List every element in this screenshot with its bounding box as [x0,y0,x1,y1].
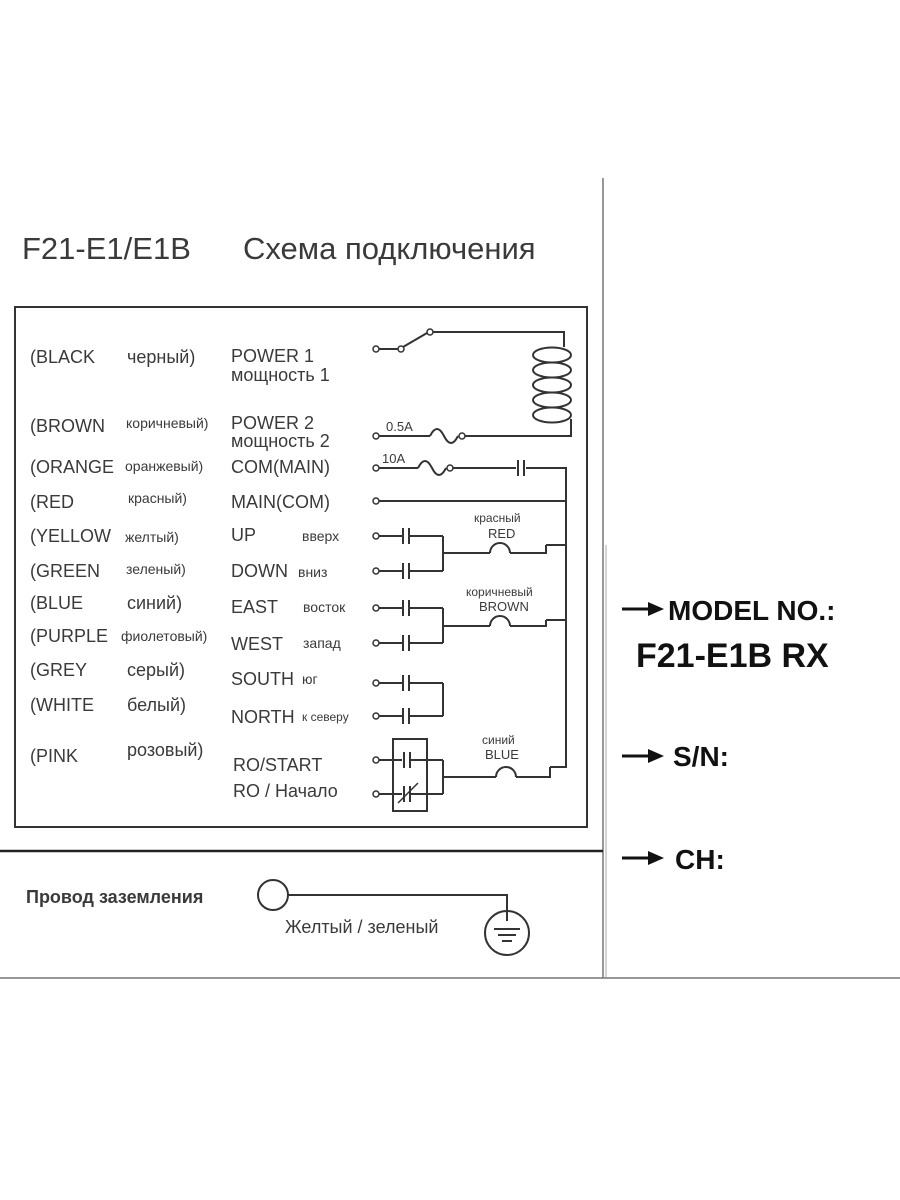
wire-function-en: DOWN [231,561,288,581]
wire-function-ru: юг [302,671,318,687]
coil-brown-ru: коричневый [466,585,533,599]
serial-number-label: S/N: [673,741,729,772]
wire-function-en: RO/START [233,755,322,775]
wire-color-en: (BLACK [30,347,95,367]
wire-color-ru: черный) [127,347,195,367]
model-number-value: F21-E1B RX [636,637,829,675]
wire-function-ru: RO / Начало [233,781,338,801]
wire-color-ru: розовый) [127,740,203,760]
wire-color-en: (RED [30,492,74,512]
wire-function-ru: вверх [302,528,339,544]
wire-function-en: MAIN(COM) [231,492,330,512]
coil-blue-en: BLUE [485,747,519,762]
diagram-caption: Схема подключения [243,231,536,266]
wire-color-ru: зеленый) [126,561,186,577]
wire-color-ru: желтый) [125,529,179,545]
fuse-0.5a: 0.5A [372,419,466,444]
wire-function-en: UP [231,525,256,545]
wire-color-en: (WHITE [30,695,94,715]
ground-symbol [257,879,530,956]
coil-red-ru: красный [474,511,521,525]
wire-color-en: (PINK [30,746,78,766]
wire-function-ru: мощность 2 [231,431,330,451]
fuse-10a: 10A [372,451,567,505]
wire-color-en: (YELLOW [30,526,111,546]
diagram-model-title: F21-E1/E1B [22,231,191,266]
model-number-label: MODEL NO.: [668,595,835,626]
wire-function-en: COM(MAIN) [231,457,330,477]
wire-function-en: POWER 2 [231,413,314,433]
east-west-contacts [372,600,547,651]
coil-brown-en: BROWN [479,599,529,614]
ground-wire-label: Провод заземления [26,887,203,907]
wire-color-ru: оранжевый) [125,458,203,474]
power-switch [372,328,565,353]
ro-start-contacts [372,738,551,812]
ground-wire-color: Желтый / зеленый [285,917,438,937]
coil-blue-ru: синий [482,733,515,747]
ch-arrow-icon [622,851,664,865]
wire-color-ru: фиолетовый) [121,628,207,644]
model-arrow-icon [622,602,664,616]
wire-function-ru: восток [303,599,346,615]
wire-color-en: (BLUE [30,593,83,613]
schematic-frame [14,306,588,828]
channel-label: CH: [675,844,725,875]
main-bus [372,497,567,768]
wire-color-ru: белый) [127,695,186,715]
wire-function-ru: вниз [298,564,327,580]
wire-color-ru: синий) [127,593,182,613]
wire-function-ru: мощность 1 [231,365,330,385]
wire-function-en: NORTH [231,707,295,727]
up-down-contacts [372,528,547,579]
wire-color-ru: коричневый) [126,415,208,431]
wire-function-en: SOUTH [231,669,294,689]
wire-color-en: (GREY [30,660,87,680]
wire-color-en: (BROWN [30,416,105,436]
wire-function-ru: запад [303,635,341,651]
fuse-rating-large: 10A [382,451,405,466]
wire-function-en: WEST [231,634,283,654]
wire-color-ru: серый) [127,660,185,680]
wire-function-en: EAST [231,597,278,617]
wire-color-en: (GREEN [30,561,100,581]
transformer-coil [465,346,572,437]
fuse-rating-small: 0.5A [386,419,413,434]
sn-arrow-icon [622,749,664,763]
wire-color-ru: красный) [128,490,187,506]
wire-function-en: POWER 1 [231,346,314,366]
coil-red-en: RED [488,526,515,541]
wire-function-ru: к северу [302,710,349,724]
south-north-contacts [372,675,444,724]
wire-color-en: (ORANGE [30,457,114,477]
wire-color-en: (PURPLE [30,626,108,646]
